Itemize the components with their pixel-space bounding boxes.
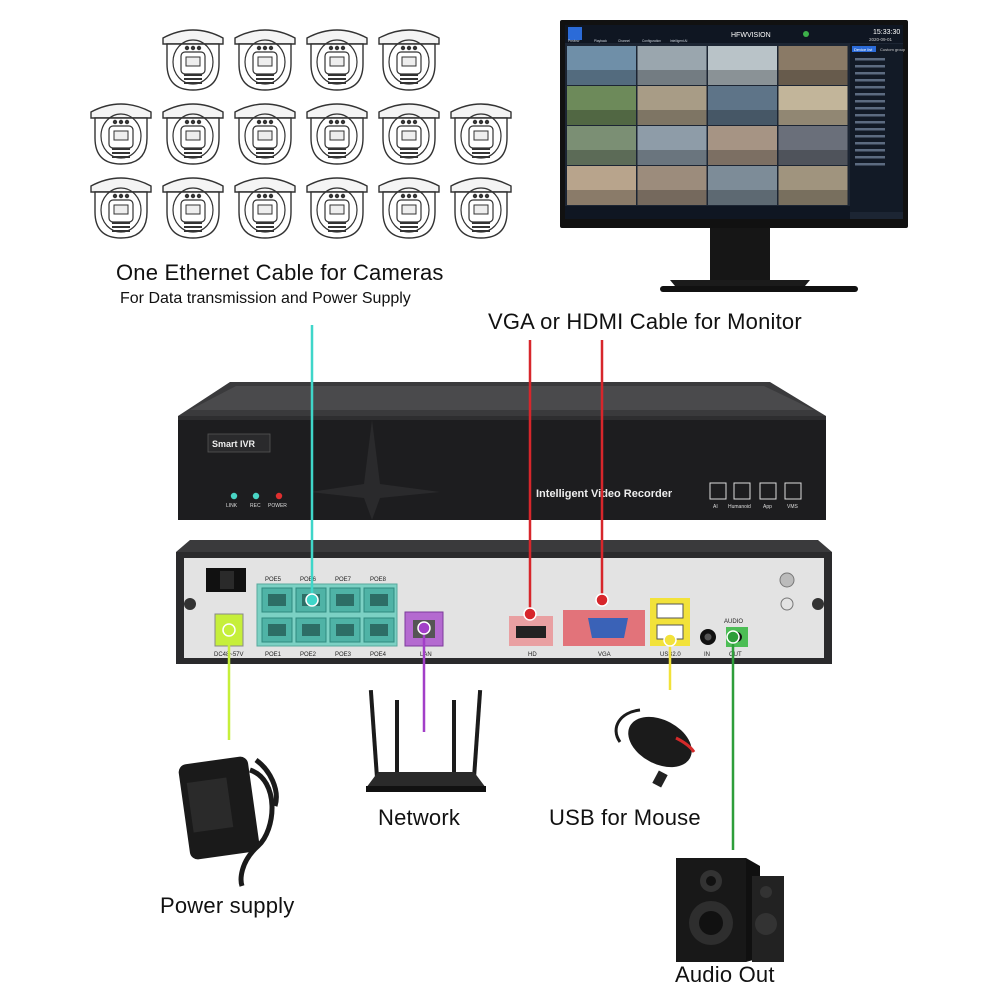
feature-label: Humanoid — [728, 504, 751, 510]
speakers-illustration — [676, 858, 784, 962]
usb-caption: USB for Mouse — [549, 805, 701, 830]
nvr-rear-panel — [176, 540, 832, 664]
feature-icon — [733, 482, 751, 500]
power-adapter-illustration — [178, 756, 279, 887]
connection-dot — [663, 633, 677, 647]
led-label-rec: REC — [250, 503, 261, 509]
video-tile — [778, 86, 848, 125]
poe-top-label: POE5 — [265, 577, 282, 583]
poe-bottom-label: POE4 — [370, 652, 387, 658]
led-label-power: POWER — [268, 503, 287, 509]
camera-icon — [376, 24, 442, 94]
poe-bottom-label: POE2 — [300, 652, 317, 658]
feature-icon — [759, 482, 777, 500]
power-caption: Power supply — [160, 893, 295, 918]
camera-icon — [448, 172, 514, 242]
feature-icon — [709, 482, 727, 500]
rear-label-audio: AUDIO — [724, 619, 743, 625]
mouse-illustration — [614, 708, 696, 788]
camera-icon — [304, 24, 370, 94]
connection-dot — [726, 630, 740, 644]
video-tile — [567, 46, 636, 85]
feature-label: App — [763, 504, 772, 510]
monitor-tab: Preview — [568, 39, 580, 43]
video-tile — [708, 46, 777, 85]
rear-label-audio-out: OUT — [729, 652, 742, 658]
video-tile — [778, 166, 848, 205]
video-tile — [708, 166, 777, 205]
video-tile — [567, 166, 636, 205]
camera-icon — [448, 98, 514, 168]
poe-top-label: POE7 — [335, 577, 352, 583]
nvr-front-panel: AI Humanoid App VMS — [178, 382, 826, 520]
connection-lines — [227, 325, 735, 850]
poe-bottom-label: POE1 — [265, 652, 282, 658]
camera-icon — [88, 172, 154, 242]
camera-icon — [376, 172, 442, 242]
poe-top-label: POE6 — [300, 577, 317, 583]
network-caption: Network — [378, 805, 461, 830]
nvr-title-label: Intelligent Video Recorder — [536, 488, 673, 500]
poe-port — [261, 587, 293, 613]
nvr-model-label: Smart IVR — [212, 439, 256, 449]
rear-label-hd: HD — [528, 652, 537, 658]
monitor-date: 2020-09-01 — [869, 37, 893, 42]
video-tile — [567, 86, 636, 125]
cameras-caption-title: One Ethernet Cable for Cameras — [116, 260, 444, 285]
camera-icon — [304, 98, 370, 168]
video-tile — [637, 86, 707, 125]
video-tile — [778, 126, 848, 165]
cameras-caption-subtitle: For Data transmission and Power Supply — [120, 290, 411, 307]
camera-icon — [160, 98, 226, 168]
connection-dot — [305, 593, 319, 607]
video-tile — [637, 46, 707, 85]
connection-dot — [222, 623, 236, 637]
monitor-tab: Configuration — [642, 39, 661, 43]
feature-icon — [784, 482, 802, 500]
monitor-tab: Channel — [618, 39, 630, 43]
monitor: HFWVISION 15:33:30 2020-09-01 Preview Pla… — [560, 20, 910, 300]
video-tile — [637, 126, 707, 165]
feature-label: AI — [713, 504, 718, 510]
audio-caption: Audio Out — [675, 962, 775, 987]
router-illustration — [366, 689, 486, 792]
camera-icon — [160, 172, 226, 242]
rear-label-lan: LAN — [420, 652, 432, 658]
connection-dot — [417, 621, 431, 635]
rear-label-vga: VGA — [598, 652, 611, 658]
camera-icon — [232, 172, 298, 242]
connection-dot — [595, 593, 609, 607]
rear-label-audio-in: IN — [704, 652, 710, 658]
feature-label: VMS — [787, 504, 799, 510]
video-tile — [708, 86, 777, 125]
connection-dot — [523, 607, 537, 621]
monitor-caption: VGA or HDMI Cable for Monitor — [488, 309, 802, 334]
monitor-tab: Intelligent AI — [670, 39, 687, 43]
monitor-side-tab-device: Device list — [854, 47, 873, 52]
video-tile — [708, 126, 777, 165]
monitor-brand: HFWVISION — [731, 32, 771, 39]
camera-icon — [232, 24, 298, 94]
camera-icon — [88, 98, 154, 168]
monitor-time: 15:33:30 — [873, 29, 900, 36]
monitor-tab: Playback — [594, 39, 607, 43]
camera-icon — [304, 172, 370, 242]
camera-icon — [160, 24, 226, 94]
video-tile — [778, 46, 848, 85]
poe-top-label: POE8 — [370, 577, 387, 583]
video-tile — [567, 126, 636, 165]
camera-icon — [232, 98, 298, 168]
video-tile — [637, 166, 707, 205]
camera-icon — [376, 98, 442, 168]
led-label-link: LINK — [226, 503, 238, 509]
poe-bottom-label: POE3 — [335, 652, 352, 658]
monitor-side-tab-group: Custom group — [880, 47, 906, 52]
